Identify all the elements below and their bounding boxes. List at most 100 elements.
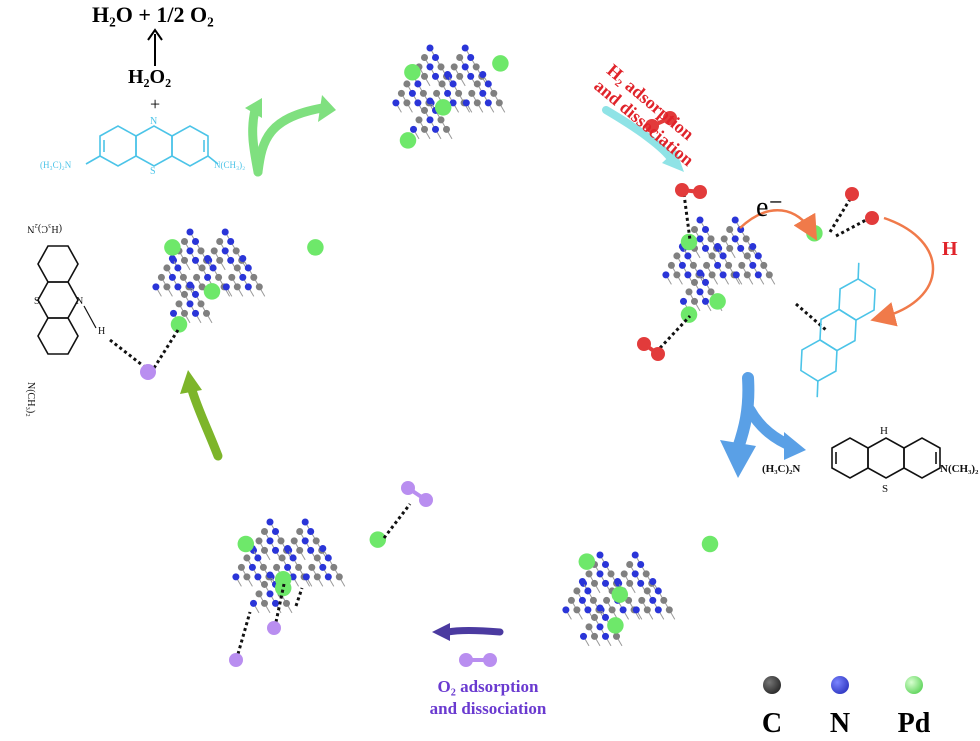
nitrogen-atom [467,72,475,80]
carbon-atom [403,80,411,88]
nitrogen-atom [266,537,274,545]
left-dye-h: H [98,326,105,337]
carbon-atom [585,623,593,631]
carbon-atom [673,252,681,260]
carbon-atom [250,273,258,281]
oxygen-atom [419,493,433,507]
nitrogen-atom [191,237,200,245]
nitrogen-atom [186,300,194,308]
nitrogen-atom [239,254,247,263]
carbon-atom [590,579,599,587]
catalyst-cluster-left [152,228,324,333]
carbon-atom [233,283,241,291]
nitrogen-atom [737,244,745,252]
nitrogen-atom [449,80,457,88]
leuco-methylene-blue [831,437,941,479]
nitrogen-atom [461,63,469,71]
carbon-atom [703,261,711,269]
carbon-atom [708,252,716,260]
hydrogen-atom [693,185,707,199]
carbon-atom [726,244,734,252]
carbon-atom [228,273,236,281]
nitrogen-atom [426,44,434,52]
electron-transfer-arrow [739,209,818,241]
nitrogen-atom [754,252,762,260]
carbon-atom [295,563,303,571]
carbon-atom [296,546,304,554]
nitrogen-atom [614,577,622,586]
dotted-bond [236,611,252,655]
nitrogen-atom [662,271,670,279]
hydrogen-atom [637,337,651,351]
carbon-atom [255,283,263,291]
carbon-atom [590,632,599,640]
carbon-atom [743,252,751,260]
nitrogen-atom [714,261,722,269]
pd-atom [274,579,292,597]
carbon-atom [468,89,476,97]
carbon-atom [626,560,634,568]
nitrogen-atom [169,309,178,317]
legend-dot-carbon [763,676,781,694]
carbon-atom [567,596,575,604]
carbon-atom [495,99,503,107]
adsorption-bonds [109,193,867,655]
nitrogen-atom [749,261,757,269]
nitrogen-atom [414,99,422,107]
nitrogen-atom [284,544,292,553]
nitrogen-atom [619,606,627,614]
nitrogen-atom [679,297,688,305]
nitrogen-atom [731,235,739,243]
leuco-right-group: N(CH₃)₂ [940,463,979,475]
carbon-atom [673,271,681,279]
nitrogen-atom [719,252,727,260]
carbon-atom [210,247,218,255]
leuco-s-atom: S [882,483,888,495]
nitrogen-atom [227,256,235,264]
nitrogen-atom [449,99,457,107]
arrow-olive-up [180,370,223,461]
nitrogen-atom [271,599,280,607]
arrow-purple-left [432,623,504,641]
carbon-atom [163,264,171,272]
nitrogen-atom [191,290,200,298]
nitrogen-atom [239,273,247,281]
nitrogen-atom [186,247,194,255]
nitrogen-atom [174,264,182,272]
carbon-atom [589,596,597,604]
oxygen-atom [229,653,243,667]
nitrogen-atom [222,283,230,291]
dotted-bond [382,503,412,539]
nitrogen-atom [596,551,604,559]
carbon-atom [157,273,165,281]
left-dye-s: S [34,296,40,307]
carbon-atom [290,537,298,545]
o2-label-line1: O₂ adsorption [437,677,539,696]
carbon-atom [277,537,285,545]
nitrogen-atom [444,89,452,97]
carbon-atom [603,596,611,604]
carbon-atom [612,632,621,640]
carbon-atom [420,125,429,133]
nitrogen-atom [696,235,704,243]
methylene-blue-adsorbed [800,262,876,398]
carbon-atom [180,256,189,264]
carbon-atom [175,300,183,308]
carbon-atom [415,116,423,124]
nitrogen-atom [392,99,400,107]
nitrogen-atom [701,278,710,286]
nitrogen-atom [601,632,610,640]
carbon-atom [193,273,201,281]
carbon-atom [260,599,269,607]
oxygen-atom [401,481,415,495]
carbon-atom [442,125,451,133]
pd-atom [399,132,417,149]
carbon-atom [689,261,697,269]
carbon-atom [660,596,668,604]
carbon-atom [237,563,245,571]
hydrogen-atom [845,187,859,201]
carbon-atom [473,80,481,88]
carbon-atom [296,527,304,535]
nitrogen-atom [324,554,332,562]
pd-atom [164,239,181,256]
